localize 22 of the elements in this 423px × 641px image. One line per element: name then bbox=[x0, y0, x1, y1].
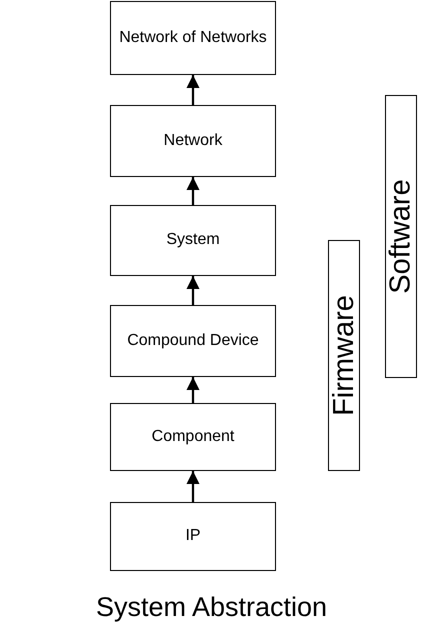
process-box bbox=[328, 240, 360, 471]
arrow bbox=[186, 75, 200, 105]
box-label: Network bbox=[164, 130, 222, 151]
arrow bbox=[186, 377, 200, 403]
arrow bbox=[186, 276, 200, 305]
process-box bbox=[385, 95, 417, 378]
caption: System Abstraction bbox=[94, 592, 328, 623]
box-label: Network of Networks bbox=[119, 28, 267, 48]
box-label: Component bbox=[152, 426, 234, 447]
box-label: IP bbox=[185, 526, 201, 546]
box-label: System bbox=[166, 230, 220, 250]
box-label: Compound Device bbox=[127, 330, 259, 351]
arrow bbox=[186, 177, 200, 205]
process-box bbox=[110, 205, 276, 276]
process-box bbox=[110, 502, 276, 571]
process-box bbox=[110, 403, 276, 471]
process-box bbox=[110, 105, 276, 177]
arrow bbox=[186, 471, 200, 502]
process-box bbox=[110, 1, 276, 75]
process-box bbox=[110, 305, 276, 377]
box-label: Software bbox=[384, 179, 418, 294]
box-label: Firmware bbox=[328, 295, 360, 416]
